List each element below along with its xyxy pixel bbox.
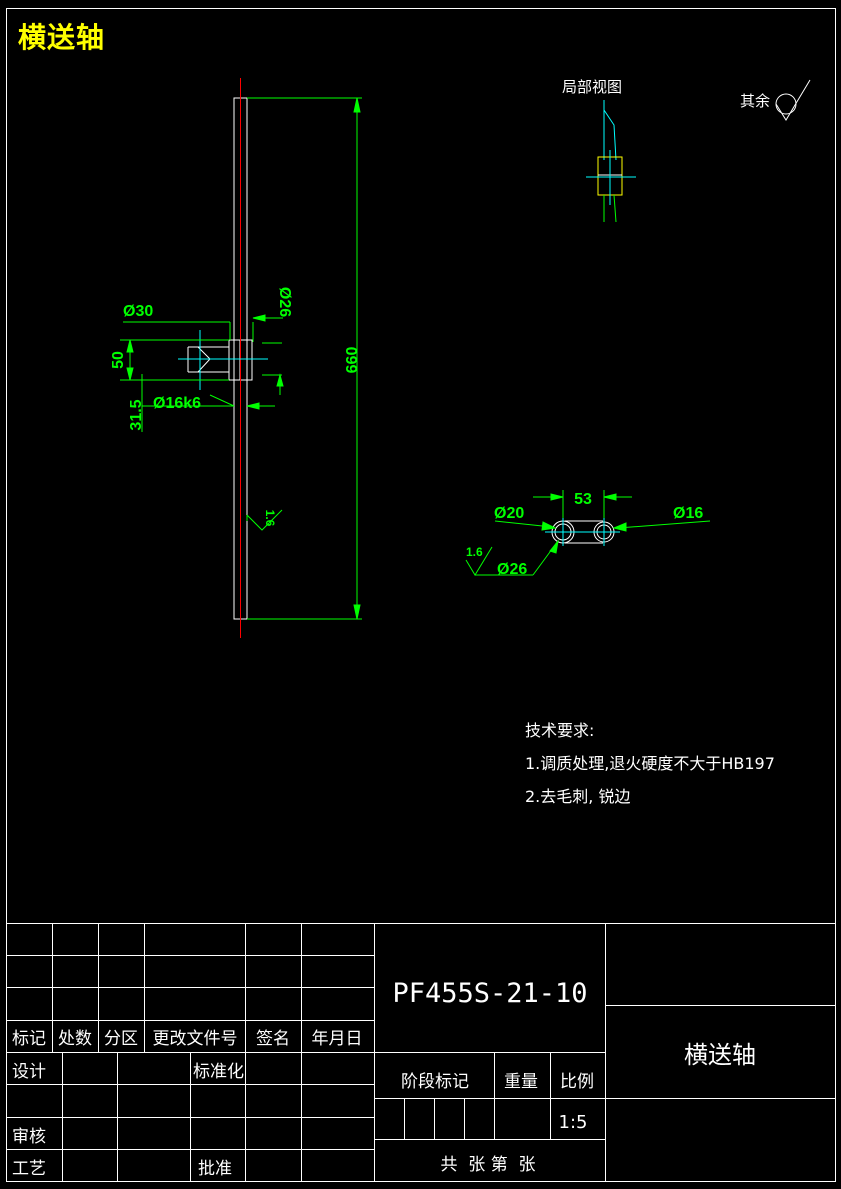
dim-660: 660 [344,347,361,374]
dim-dia-20: Ø20 [494,505,524,522]
tb-header-count: 处数 [58,1029,92,1049]
tb-header-mark: 标记 [12,1029,46,1049]
drawing-number: PF455S-21-10 [392,978,587,1009]
dim-dia-30: Ø30 [123,303,153,320]
tb-sheets: 共 张 第 张 [440,1155,535,1175]
tb-weight: 重量 [504,1072,538,1092]
roughness-1-6-section: 1.6 [466,545,483,559]
dim-dia-16k6: Ø16k6 [153,395,201,412]
roughness-1-6-shaft: 1.6 [263,510,277,527]
drawing-title: 横送轴 [18,21,106,54]
tb-part-name: 横送轴 [684,1041,756,1069]
tb-header-change-doc: 更改文件号 [153,1029,238,1049]
dim-53: 53 [574,491,592,508]
roughness-symbol-icon [775,79,811,121]
tb-process: 工艺 [12,1159,46,1179]
detail-view-drawing [586,100,636,223]
tb-header-signature: 签名 [256,1029,290,1049]
main-dimension-lines [120,97,362,620]
section-dimension-lines [465,490,711,576]
dim-31-5: 31.5 [128,399,145,430]
tech-req-item-2: 2.去毛刺, 锐边 [525,787,630,806]
tech-req-item-1: 1.调质处理,退火硬度不大于HB197 [525,754,775,773]
tb-header-date: 年月日 [312,1029,363,1049]
dim-50: 50 [110,351,127,369]
tb-design: 设计 [12,1062,46,1082]
drawing-frame [6,8,836,1182]
tb-standardize: 标准化 [193,1062,244,1082]
dim-dia-26-bottom: Ø26 [497,561,527,578]
tb-stage-mark: 阶段标记 [401,1072,469,1092]
tb-scale-value: 1:5 [559,1112,588,1133]
dim-dia-26-top: Ø26 [276,287,293,317]
title-block-grid [6,923,836,1181]
surface-finish-note: 其余 [740,92,770,110]
dim-dia-16-right: Ø16 [673,505,703,522]
tb-scale-label: 比例 [560,1072,594,1092]
tb-review: 审核 [12,1127,46,1147]
tech-req-heading: 技术要求: [525,721,594,740]
tb-header-zone: 分区 [104,1029,138,1049]
detail-view-label: 局部视图 [562,78,622,96]
tb-approve: 批准 [198,1159,232,1179]
cross-section-view [545,518,620,546]
